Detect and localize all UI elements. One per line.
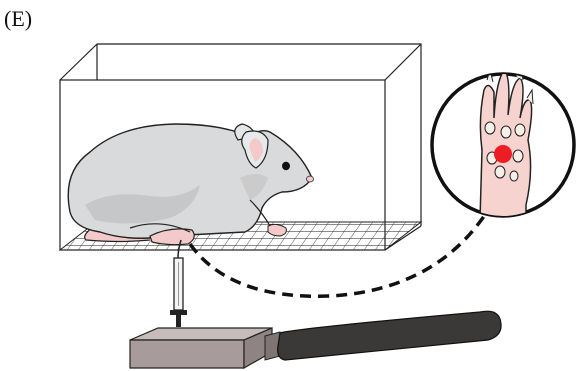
von-frey-device-icon: [130, 240, 501, 368]
paw-magnified-icon: [432, 58, 574, 220]
rat-icon: [68, 124, 313, 245]
stimulus-target-spot: [494, 145, 512, 163]
